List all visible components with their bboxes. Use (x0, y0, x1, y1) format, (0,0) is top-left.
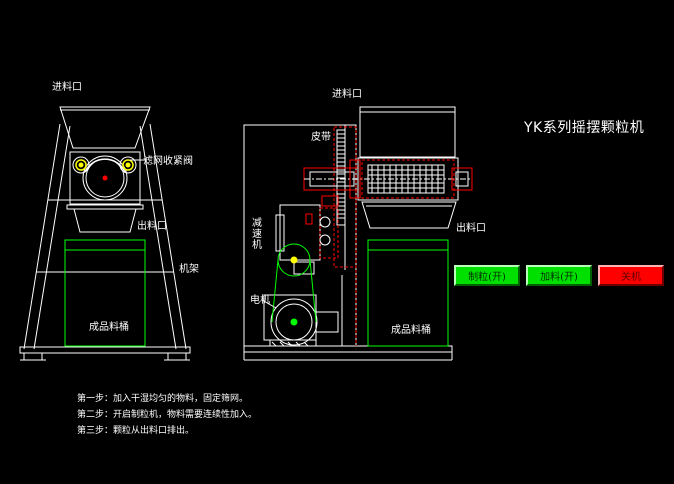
label-belt: 皮带 (311, 132, 331, 143)
feed-on-button[interactable]: 加料(开) (526, 265, 592, 286)
bin-right (367, 239, 449, 347)
label-bin-left: 成品料桶 (89, 322, 129, 333)
step-2: 第二步：开启制粒机，物料需要连续性加入。 (77, 410, 258, 420)
label-outlet-right: 出料口 (456, 223, 486, 234)
mesh-valve-left (72, 156, 90, 174)
hopper-left (59, 106, 151, 149)
label-mesh-valve: 滤网收紧阀 (143, 156, 193, 167)
label-reducer: 减速机 (252, 218, 262, 251)
step-3: 第三步：颗粒从出料口排出。 (77, 426, 195, 436)
reducer-box (279, 204, 321, 261)
rotor-drum (82, 155, 128, 201)
bin-left (64, 239, 146, 347)
label-outlet-left: 出料口 (137, 221, 167, 232)
outlet-trough-right (361, 201, 457, 229)
step-1: 第一步：加入干湿均匀的物料，固定筛网。 (77, 394, 249, 404)
mesh-valve-right (119, 156, 137, 174)
label-inlet-right: 进料口 (332, 89, 362, 100)
hopper-right (359, 106, 456, 158)
label-motor: 电机 (250, 295, 270, 306)
motor-pulley (270, 298, 318, 346)
granulate-on-button[interactable]: 制粒(开) (454, 265, 520, 286)
frame-leg-left-outer (23, 123, 61, 350)
front-view (19, 106, 191, 361)
rotor-assembly (357, 157, 459, 201)
frame-leg-right-outer (149, 123, 187, 350)
side-view (243, 106, 473, 361)
shutdown-button[interactable]: 关机 (598, 265, 664, 286)
page-title: YK系列摇摆颗粒机 (524, 120, 645, 136)
foot-left (23, 352, 43, 361)
label-frame: 机架 (179, 264, 199, 275)
foot-right (167, 352, 187, 361)
screen-trough-left (73, 208, 137, 233)
label-bin-right: 成品料桶 (391, 325, 431, 336)
label-inlet-left: 进料口 (52, 82, 82, 93)
